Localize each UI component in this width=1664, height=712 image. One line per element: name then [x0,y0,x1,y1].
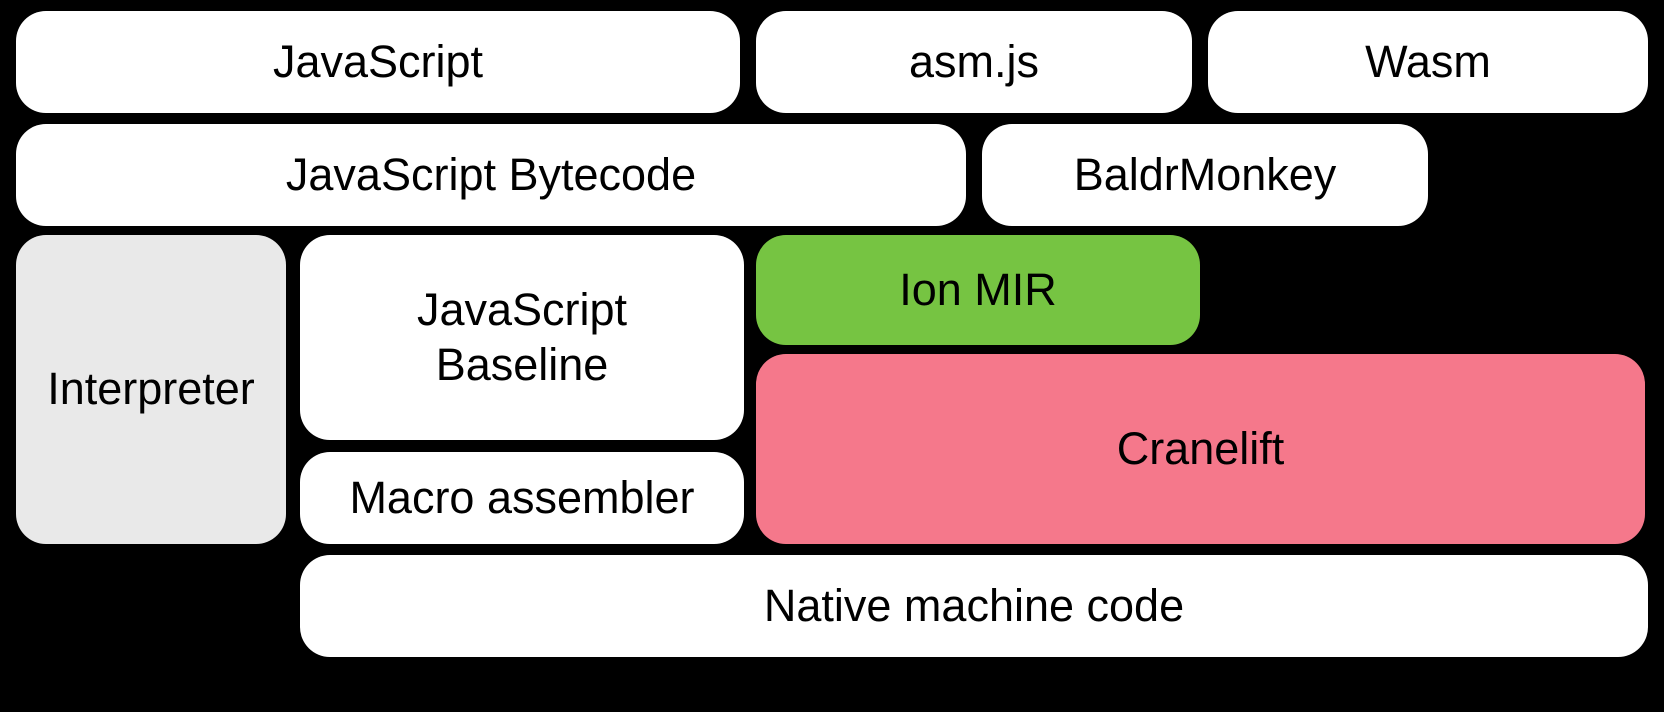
box-wasm: Wasm [1208,11,1648,113]
box-ion-mir: Ion MIR [756,235,1200,345]
box-macro-assembler-label: Macro assembler [349,471,695,523]
box-interpreter-label: Interpreter [47,363,255,415]
box-wasm-label: Wasm [1365,35,1491,87]
box-native-machine-code: Native machine code [300,555,1648,657]
box-ion-mir-label: Ion MIR [899,263,1057,315]
box-javascript: JavaScript [16,11,740,113]
box-baldrmonkey: BaldrMonkey [982,124,1428,226]
box-javascript-label: JavaScript [272,35,484,87]
box-native-machine-code-label: Native machine code [763,579,1185,631]
box-javascript-bytecode: JavaScript Bytecode [16,124,966,226]
box-javascript-baseline: JavaScript Baseline [300,235,744,440]
box-asmjs-label: asm.js [908,35,1039,87]
box-cranelift-label: Cranelift [1116,422,1285,474]
box-macro-assembler: Macro assembler [300,452,744,544]
box-baldrmonkey-label: BaldrMonkey [1073,148,1337,200]
box-interpreter: Interpreter [16,235,286,544]
box-javascript-bytecode-label: JavaScript Bytecode [285,148,697,200]
box-javascript-baseline-label: JavaScript Baseline [416,283,628,390]
box-cranelift: Cranelift [756,354,1645,544]
box-asmjs: asm.js [756,11,1192,113]
